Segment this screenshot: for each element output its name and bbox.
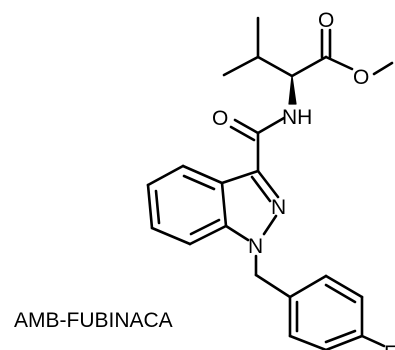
bond-fb-4 bbox=[324, 334, 364, 350]
bond-n1-c7a bbox=[224, 224, 250, 242]
bond-c-f bbox=[360, 334, 386, 348]
bond-benz-2 bbox=[146, 164, 185, 187]
atom-indazole-n1: N bbox=[248, 235, 263, 258]
bond-fb-2 bbox=[324, 274, 364, 299]
bond-benz-3b bbox=[154, 189, 161, 225]
bond-alpha-carbonyl bbox=[290, 55, 328, 78]
bond-fb-5 bbox=[288, 334, 328, 350]
atom-indazole-n2: N bbox=[271, 196, 286, 219]
bond-amide-co-2 bbox=[229, 125, 256, 142]
bond-c3-n2-2 bbox=[250, 175, 272, 203]
bond-o-methyl bbox=[372, 61, 394, 76]
bond-fb-1 bbox=[288, 274, 328, 299]
bond-benz-3 bbox=[146, 183, 154, 230]
atom-amide-o: O bbox=[212, 107, 228, 130]
bond-n2-n1 bbox=[262, 214, 278, 236]
bond-benz-4 bbox=[150, 226, 192, 246]
bond-c3-n2-1 bbox=[256, 169, 280, 199]
bond-wedge-alpha-nh bbox=[288, 75, 297, 105]
bond-ch2-benzyl bbox=[254, 273, 292, 299]
bond-benz-1b bbox=[182, 174, 216, 191]
bond-fb-2b bbox=[324, 283, 357, 304]
atom-carbonyl-o-top: O bbox=[318, 9, 334, 32]
bond-nh-amide-c bbox=[256, 116, 286, 135]
bond-benz-5 bbox=[188, 224, 228, 246]
bond-benz-5b bbox=[189, 218, 221, 236]
bond-amide-co-1 bbox=[233, 118, 260, 135]
bond-isopropyl-alpha bbox=[256, 55, 294, 78]
bonds bbox=[146, 16, 394, 350]
compound-name: AMB-FUBINACA bbox=[14, 309, 173, 332]
bond-fb-4b bbox=[324, 329, 357, 344]
bond-c3-c3a bbox=[220, 169, 260, 185]
atom-fluorine: F bbox=[384, 342, 395, 350]
bond-ester-c-o bbox=[324, 55, 354, 71]
bond-c3a-c7a bbox=[220, 181, 228, 228]
bond-isopropyl-left bbox=[222, 55, 260, 77]
bond-benz-1 bbox=[181, 164, 224, 185]
atom-amide-nh: NH bbox=[282, 106, 312, 129]
atom-ester-o: O bbox=[353, 66, 369, 89]
